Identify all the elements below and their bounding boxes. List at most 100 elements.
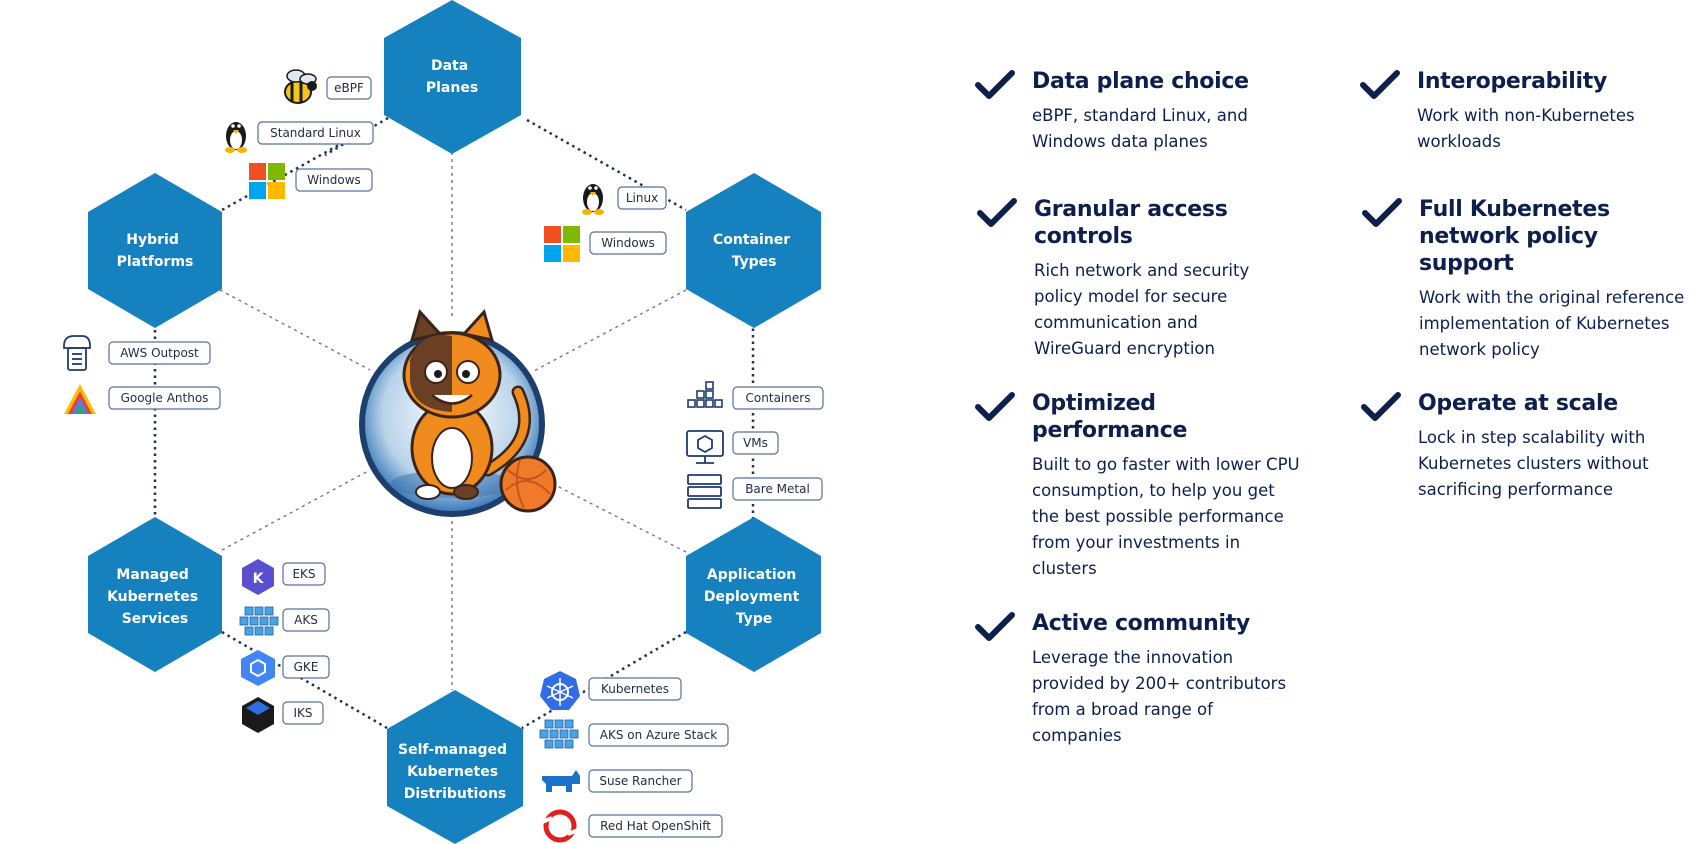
openshift-icon [541,809,579,843]
tag-windows-ct: Windows [544,226,667,262]
tag-label: Kubernetes [601,682,669,696]
feature-optimized-performance: Optimized performance Built to go faster… [975,390,1305,582]
tag-iks: IKS [242,697,324,733]
hex-label-line: Hybrid [126,232,179,248]
tag-label: AWS Outpost [120,346,199,360]
hex-label-line: Services [122,611,189,627]
checkmark-icon [975,70,1015,99]
feature-description: Work with non-Kubernetes workloads [1417,106,1635,151]
penguin-icon [225,122,247,153]
server-icon [687,474,722,509]
svg-text:Data Planes: Data Planes [426,58,478,96]
checkmark-icon [1362,198,1402,227]
spoke-lines [219,152,687,690]
hex-label-line: Distributions [404,786,507,802]
tag-openshift: Red Hat OpenShift [541,809,723,843]
tag-label: EKS [292,567,315,581]
aks-icon [539,719,579,749]
hex-label-line: Kubernetes [107,589,198,605]
tag-label: eBPF [334,81,364,95]
hex-label-line: Managed [116,567,188,583]
hex-label-line: Data [431,58,468,74]
tag-bare-metal: Bare Metal [687,474,823,509]
cat-mascot-icon [359,308,557,517]
hexagon-hybrid: Hybrid Platforms [88,173,222,328]
hex-label-line: Types [732,254,777,270]
gke-icon [241,650,275,686]
tag-label: AKS on Azure Stack [600,728,718,742]
bee-icon [284,69,317,104]
svg-text:Hybrid Platforms: Hybrid Platforms [117,232,194,270]
tag-suse-rancher: Suse Rancher [542,769,693,793]
svg-text:K: K [253,571,265,587]
tag-label: Red Hat OpenShift [600,819,711,833]
feature-description: Built to go faster with lower CPU consum… [1032,455,1300,578]
tag-kubernetes: Kubernetes [540,671,682,710]
hex-label-line: Kubernetes [407,764,498,780]
tag-gke: GKE [241,650,330,686]
hexagon-app-deploy: Application Deployment Type [686,517,821,672]
svg-text:Self-managed Kubernetes: Self-managed Kubernetes Distributions [398,742,512,802]
hex-label-line: Type [736,611,773,627]
tag-ebpf: eBPF [284,69,372,104]
tag-linux-ct: Linux [582,184,667,215]
tag-label: Linux [626,191,658,205]
hex-label-line: Container [713,232,790,248]
feature-title: Optimized performance [1032,391,1188,443]
kubernetes-icon [540,671,580,710]
penguin-icon [582,184,604,215]
tag-google-anthos: Google Anthos [64,384,221,414]
tag-aks-azure-stack: AKS on Azure Stack [539,719,729,749]
tag-containers: Containers [687,381,824,410]
windows-icon [544,226,580,262]
tag-label: Windows [601,236,655,250]
checkmark-icon [975,612,1015,641]
hex-label-line: Planes [426,80,478,96]
hex-label-line: Application [707,567,796,583]
hexagon-container-types: Container Types [686,173,821,328]
feature-title: Full Kubernetes network policy support [1419,197,1610,276]
feature-data-plane-choice: Data plane choice eBPF, standard Linux, … [975,68,1305,155]
vm-icon [686,430,724,464]
feature-title: Active community [1032,611,1250,636]
tag-eks: K EKS [242,559,326,595]
feature-title: Granular access controls [1034,197,1228,249]
hex-label-line: Deployment [704,589,800,605]
checkmark-icon [1360,70,1400,99]
iks-icon [242,697,274,733]
tag-aks: AKS [239,606,330,636]
feature-title: Data plane choice [1032,69,1249,94]
feature-interoperability: Interoperability Work with non-Kubernete… [1360,68,1690,155]
containers-icon [687,381,723,408]
svg-text:Application Deployment: Application Deployment Type [704,567,804,627]
tag-label: Suse Rancher [599,774,681,788]
feature-granular-access: Granular access controls Rich network an… [977,196,1277,362]
tag-label: IKS [293,706,312,720]
hex-label-line: Platforms [117,254,194,270]
feature-description: Rich network and security policy model f… [1034,261,1250,358]
feature-active-community: Active community Leverage the innovation… [975,610,1295,749]
svg-text:Container Types: Container Types [713,232,795,270]
tag-aws-outpost: AWS Outpost [63,335,211,371]
tag-label: Windows [307,173,361,187]
feature-title: Interoperability [1417,69,1608,94]
aks-icon [239,606,279,636]
windows-icon [249,163,285,199]
tag-label: AKS [294,613,318,627]
ecosystem-diagram: Data Planes Container Types Application … [63,0,824,844]
feature-description: Lock in step scalability with Kubernetes… [1418,428,1649,499]
anthos-icon [64,384,96,414]
tag-label: GKE [294,660,319,674]
hexagon-self-managed: Self-managed Kubernetes Distributions [387,690,523,844]
tag-label: Bare Metal [745,482,810,496]
feature-full-k8s-policy: Full Kubernetes network policy support W… [1362,196,1696,363]
aws-outpost-icon [63,335,91,371]
tag-vms: VMs [686,430,779,464]
tag-label: Google Anthos [121,391,209,405]
tag-standard-linux: Standard Linux [225,121,374,153]
eks-icon: K [242,559,274,595]
tag-label: Containers [746,391,811,405]
feature-operate-at-scale: Operate at scale Lock in step scalabilit… [1361,390,1691,503]
rancher-icon [542,770,580,792]
feature-title: Operate at scale [1418,391,1618,416]
